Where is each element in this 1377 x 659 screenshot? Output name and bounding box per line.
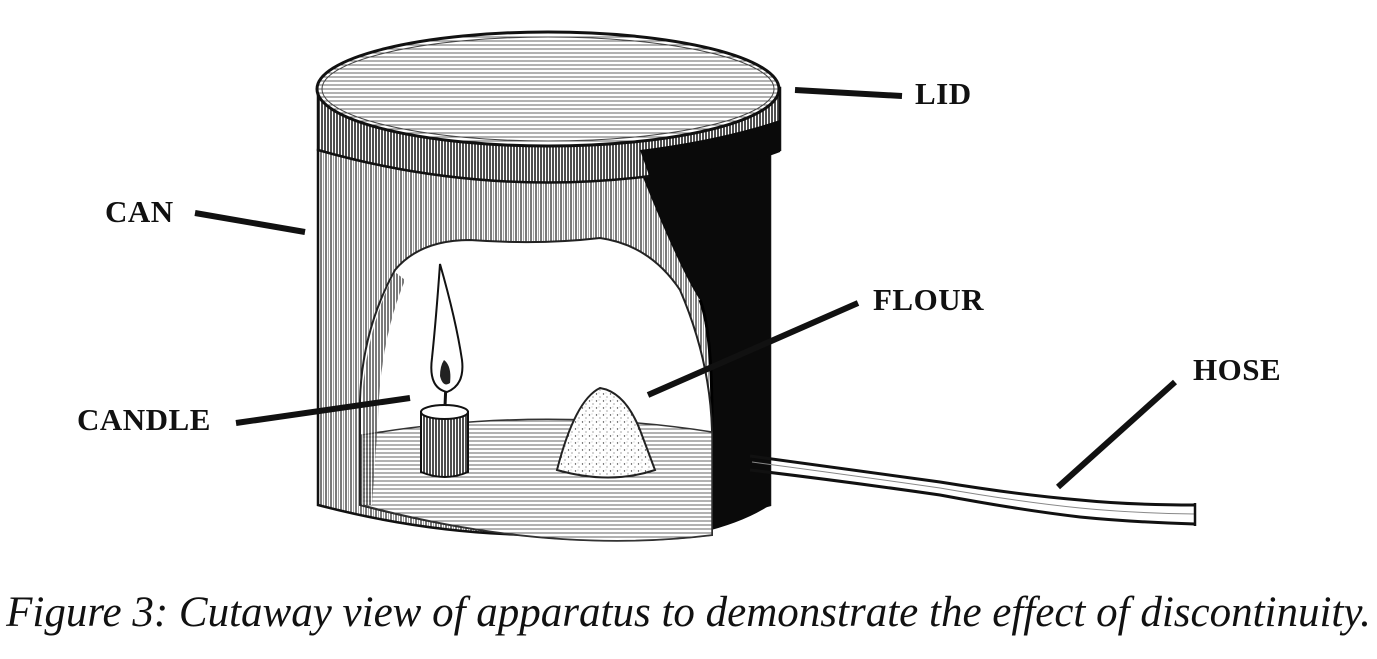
flour-label: FLOUR [873, 282, 984, 317]
flour-leader [646, 300, 860, 398]
lid-leader [794, 87, 903, 99]
candle [420, 263, 469, 478]
lid-label: LID [915, 76, 972, 111]
candle-label: CANDLE [77, 402, 211, 437]
apparatus-diagram [194, 30, 1197, 542]
flour-pile [555, 386, 657, 479]
hose [749, 454, 1197, 526]
flame [430, 263, 464, 394]
figure-caption: Figure 3: Cutaway view of apparatus to d… [6, 589, 1371, 636]
can-label: CAN [105, 194, 174, 229]
candle-leader [235, 395, 411, 426]
hose-label: HOSE [1193, 352, 1282, 387]
can-leader [194, 210, 306, 235]
lid [315, 30, 782, 184]
hose-leader [1055, 379, 1178, 490]
